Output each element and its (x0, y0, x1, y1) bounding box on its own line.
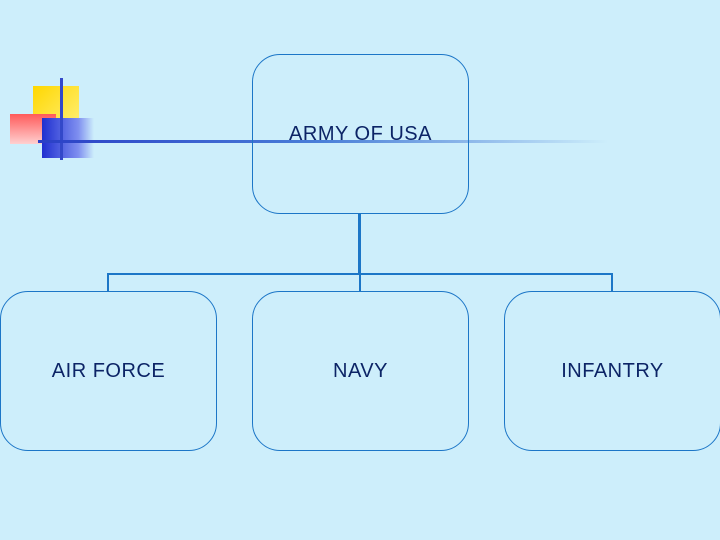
child-node-navy: NAVY (252, 291, 469, 451)
child-node-label: INFANTRY (561, 360, 664, 383)
connector-navy (359, 273, 361, 291)
logo-blue-square (42, 118, 94, 158)
child-node-label: AIR FORCE (52, 360, 165, 383)
child-node-label: NAVY (333, 360, 388, 383)
connector-air-force (107, 273, 109, 291)
root-node-label: ARMY OF USA (253, 123, 468, 146)
root-node-box: ARMY OF USA (252, 54, 469, 214)
connector-infantry (611, 273, 613, 291)
child-node-air-force: AIR FORCE (0, 291, 217, 451)
connector-root-trunk (358, 213, 361, 275)
logo-vertical-line (60, 78, 63, 160)
child-node-infantry: INFANTRY (504, 291, 720, 451)
